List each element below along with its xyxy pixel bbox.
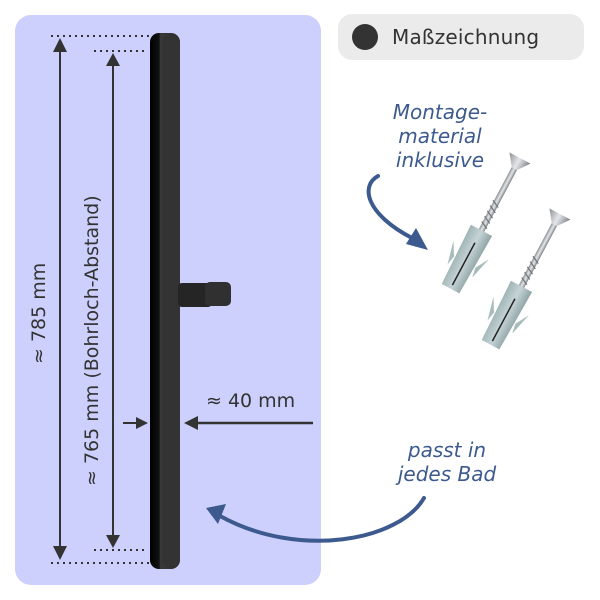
note-line: passt in bbox=[407, 438, 487, 462]
total-length-label: ≈ 785 mm bbox=[28, 262, 50, 364]
screw-and-dowel-2 bbox=[481, 208, 571, 350]
note-line: Montage- bbox=[392, 100, 488, 124]
mounting-material-note: Montage- material inklusive bbox=[360, 100, 520, 172]
curved-arrow-montage bbox=[366, 174, 428, 250]
note-line: jedes Bad bbox=[397, 462, 497, 486]
dimension-arrow-785 bbox=[53, 38, 67, 560]
dimension-arrow-765 bbox=[106, 53, 120, 548]
width-label: ≈ 40 mm bbox=[206, 390, 296, 412]
shower-rail bbox=[150, 33, 180, 569]
badge-label: Maßzeichnung bbox=[392, 25, 540, 49]
handheld-holder bbox=[178, 282, 231, 307]
dimension-arrow-40 bbox=[123, 416, 313, 430]
note-line: inklusive bbox=[395, 148, 485, 172]
fits-bathroom-note: passt in jedes Bad bbox=[372, 438, 522, 486]
note-line: material bbox=[398, 124, 482, 148]
dotted-guides bbox=[51, 35, 150, 564]
dot-icon bbox=[352, 24, 378, 50]
hole-distance-label: ≈ 765 mm (Bohrloch-Abstand) bbox=[81, 195, 103, 486]
curved-arrow-bathroom bbox=[206, 496, 426, 543]
screw-and-dowel-1 bbox=[441, 152, 531, 294]
dimension-drawing-badge: Maßzeichnung bbox=[338, 14, 584, 60]
